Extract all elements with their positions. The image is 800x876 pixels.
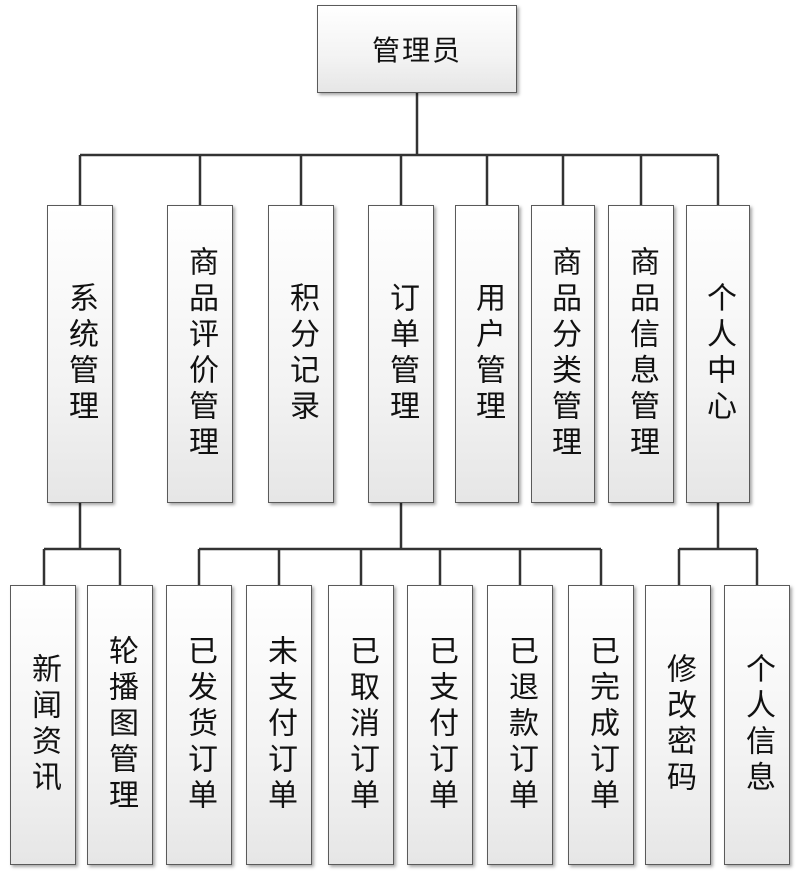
- submodule-label: 修改密码: [661, 653, 696, 797]
- submodule-personal-info: 个人信息: [724, 585, 790, 865]
- module-system-management: 系统管理: [47, 205, 113, 503]
- module-product-info-management: 商品信息管理: [608, 205, 674, 503]
- root-node-admin: 管理员: [317, 5, 517, 93]
- submodule-unpaid-orders: 未支付订单: [246, 585, 312, 865]
- submodule-paid-orders: 已支付订单: [407, 585, 473, 865]
- submodule-cancelled-orders: 已取消订单: [328, 585, 394, 865]
- submodule-label: 新闻资讯: [26, 653, 61, 797]
- module-label: 系统管理: [63, 282, 98, 426]
- submodule-shipped-orders: 已发货订单: [166, 585, 232, 865]
- submodule-label: 已发货订单: [182, 635, 217, 815]
- submodule-label: 轮播图管理: [103, 635, 138, 815]
- module-user-management: 用户管理: [455, 205, 519, 503]
- module-label: 商品信息管理: [624, 246, 659, 462]
- submodule-label: 个人信息: [740, 653, 775, 797]
- module-product-category-management: 商品分类管理: [531, 205, 595, 503]
- module-personal-center: 个人中心: [686, 205, 750, 503]
- module-label: 订单管理: [384, 282, 419, 426]
- module-label: 商品分类管理: [546, 246, 581, 462]
- module-label: 用户管理: [470, 282, 505, 426]
- submodule-news: 新闻资讯: [10, 585, 76, 865]
- root-node-label: 管理员: [371, 34, 462, 67]
- module-points-records: 积分记录: [268, 205, 334, 503]
- submodule-label: 已完成订单: [584, 635, 619, 815]
- submodule-label: 已取消订单: [344, 635, 379, 815]
- submodule-completed-orders: 已完成订单: [568, 585, 634, 865]
- submodule-label: 已退款订单: [503, 635, 538, 815]
- module-order-management: 订单管理: [368, 205, 434, 503]
- module-product-review-management: 商品评价管理: [167, 205, 233, 503]
- module-label: 个人中心: [701, 282, 736, 426]
- module-label: 积分记录: [284, 282, 319, 426]
- module-label: 商品评价管理: [183, 246, 218, 462]
- submodule-label: 未支付订单: [262, 635, 297, 815]
- submodule-label: 已支付订单: [423, 635, 458, 815]
- submodule-refunded-orders: 已退款订单: [487, 585, 553, 865]
- submodule-change-password: 修改密码: [645, 585, 711, 865]
- submodule-carousel-management: 轮播图管理: [87, 585, 153, 865]
